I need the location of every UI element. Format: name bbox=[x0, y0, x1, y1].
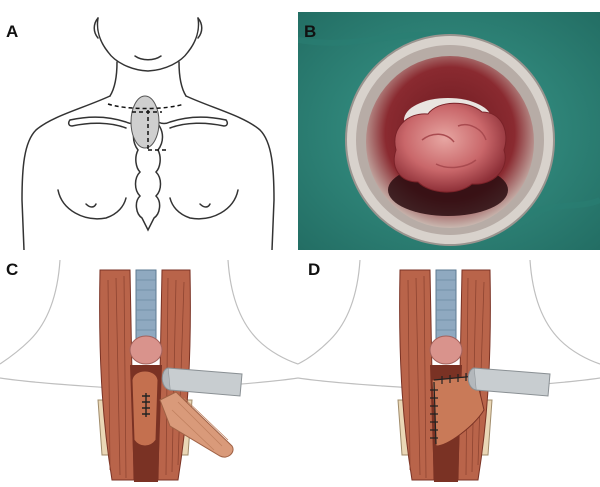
trachea bbox=[135, 269, 157, 341]
panel-b: B bbox=[298, 0, 600, 250]
panel-label-c: C bbox=[6, 260, 19, 279]
surgical-illustration-d bbox=[298, 259, 600, 482]
flap-sutures bbox=[142, 393, 150, 417]
thyroid-gland-d bbox=[429, 335, 463, 365]
sutured-flap bbox=[431, 375, 485, 447]
panel-label-b: B bbox=[304, 22, 317, 41]
panel-c: C bbox=[0, 250, 298, 487]
chest-incision-drawing bbox=[21, 17, 275, 250]
thyroid-gland bbox=[129, 335, 163, 365]
panel-a: A bbox=[0, 0, 298, 250]
reflected-pectoral-flap bbox=[159, 391, 234, 458]
incision-dashed-lines bbox=[107, 103, 185, 151]
resected-tissue-mass bbox=[393, 102, 507, 193]
flap-suture-line bbox=[430, 372, 477, 445]
retractor-d bbox=[473, 367, 551, 397]
panel-label-a: A bbox=[6, 22, 19, 41]
surgical-illustration-c bbox=[0, 259, 298, 482]
panel-label-d: D bbox=[308, 260, 321, 279]
trachea-d bbox=[435, 269, 457, 341]
specimen-photo bbox=[298, 12, 600, 250]
lesion-shaded-area bbox=[130, 95, 160, 149]
panel-d: D bbox=[298, 250, 600, 487]
